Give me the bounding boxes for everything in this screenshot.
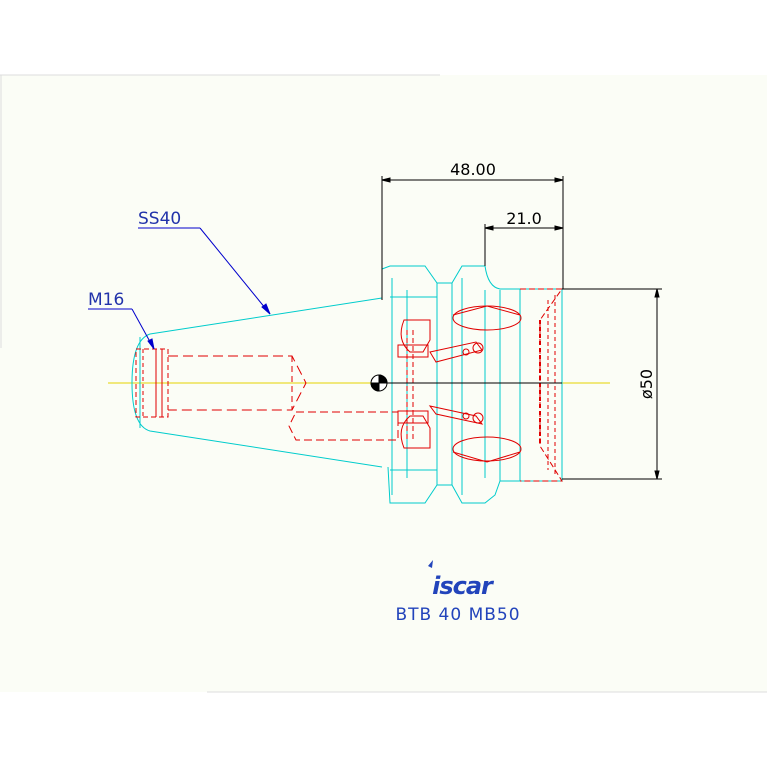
dim-d50-label: ø50 xyxy=(637,369,656,399)
dim-48-label: 48.00 xyxy=(450,160,496,179)
set-screw-upper xyxy=(429,341,483,363)
thread-callout-label: M16 xyxy=(88,290,124,310)
thread-callout-arrow xyxy=(147,338,155,350)
center-marker-q3 xyxy=(370,382,380,392)
taper-callout-label: SS40 xyxy=(138,209,181,229)
dim-d50-arrow-top xyxy=(654,288,660,298)
center-marker-q1 xyxy=(378,374,388,384)
dim-21-arrow-left xyxy=(484,225,494,231)
hidden-lines xyxy=(135,288,563,482)
callout-leaders xyxy=(88,227,271,350)
front-pocket xyxy=(520,288,563,482)
set-screw-thread-upper xyxy=(462,348,470,356)
set-screw-lower xyxy=(428,405,484,425)
clamp-arc-lower xyxy=(452,451,521,463)
iscar-logo: iscar xyxy=(428,560,496,600)
taper-callout-arrow xyxy=(261,303,271,315)
clamp-ellipse-lower xyxy=(452,436,522,462)
lower-drill xyxy=(288,411,399,441)
part-code: BTB 40 MB50 xyxy=(395,605,520,625)
dim-48-arrow-right xyxy=(554,177,564,183)
dim-21-label: 21.0 xyxy=(506,209,542,228)
upper-bore xyxy=(168,355,307,411)
dim-48-arrow-left xyxy=(381,177,391,183)
dim-21-arrow-right xyxy=(554,225,564,231)
tool-holder-outline xyxy=(131,265,563,504)
logo-text: iscar xyxy=(432,572,495,600)
set-screw-head-upper xyxy=(472,342,484,354)
set-screw-thread-lower xyxy=(462,412,470,420)
dim-d50-arrow-bottom xyxy=(654,470,660,480)
taper-outline xyxy=(131,297,383,468)
set-screw-head-lower xyxy=(472,412,484,424)
logo-accent xyxy=(428,560,433,568)
dimension-lines xyxy=(370,176,662,480)
thread-bore xyxy=(135,348,169,418)
clamp-arc-upper xyxy=(452,305,521,316)
taper-callout-leader xyxy=(199,227,271,315)
